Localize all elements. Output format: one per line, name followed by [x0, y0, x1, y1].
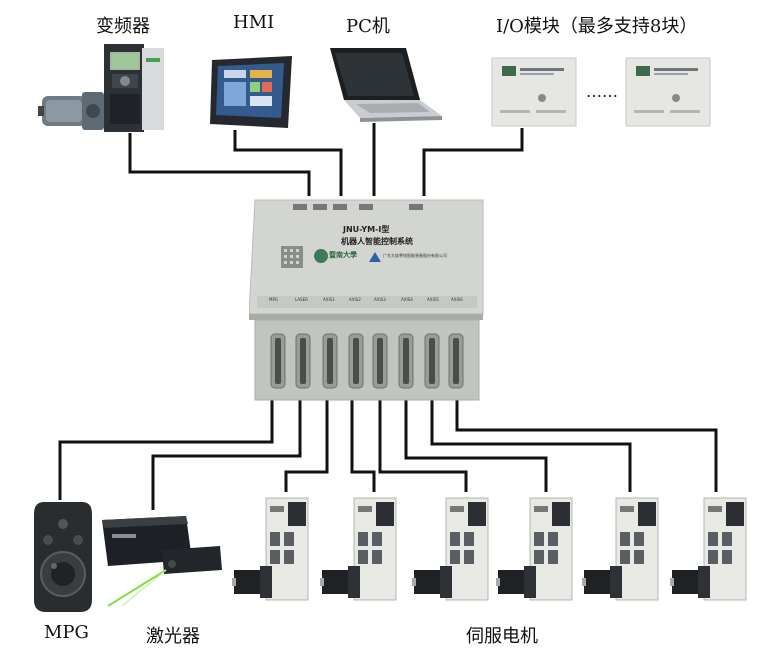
io-module-ellipsis: …… — [586, 82, 618, 101]
port-label-axis1: AXIS1 — [323, 297, 335, 302]
io-module-1 — [491, 57, 577, 127]
port-label-axis5: AXIS5 — [427, 297, 439, 302]
servo-motor-label: 伺服电机 — [466, 626, 538, 647]
laser-label: 激光器 — [146, 626, 200, 647]
controller-name: 机器人智能控制系统 — [341, 237, 413, 246]
wire-servo-3 — [378, 400, 468, 492]
servo-unit-3 — [412, 497, 489, 601]
servo-unit-5 — [582, 497, 659, 601]
vfd-label: 变频器 — [96, 16, 150, 37]
wire-vfd — [128, 133, 311, 196]
io-module-label: I/O模块（最多支持8块） — [496, 16, 698, 37]
wire-servo-1 — [284, 400, 329, 492]
controller-unit: JNU-YM-Ⅰ型 机器人智能控制系统 暨南大學 广东大族粤铭智能装备股份有限公… — [249, 198, 485, 402]
servo-unit-6 — [670, 497, 747, 601]
port-label-axis2: AXIS2 — [349, 297, 361, 302]
controller-company: 广东大族粤铭智能装备股份有限公司 — [383, 253, 447, 258]
port-label-axis6: AXIS6 — [451, 297, 463, 302]
wire-laser — [151, 400, 302, 510]
pc-label: PC机 — [346, 16, 390, 37]
pc-laptop-device — [330, 48, 442, 122]
mpg-label: MPG — [44, 622, 89, 643]
wire-servo-6 — [455, 400, 718, 492]
servo-unit-1 — [232, 497, 309, 601]
wire-io — [422, 128, 524, 196]
controller-university: 暨南大學 — [329, 251, 357, 259]
hmi-label: HMI — [233, 12, 275, 33]
wire-mpg — [58, 400, 274, 500]
hmi-device — [210, 56, 292, 128]
servo-unit-4 — [496, 497, 573, 601]
io-module-8 — [625, 57, 711, 127]
wire-hmi — [233, 130, 343, 196]
servo-unit-2 — [320, 497, 397, 601]
port-label-axis3: AXIS3 — [374, 297, 386, 302]
laser-device — [102, 516, 222, 607]
wire-servo-2 — [350, 400, 376, 492]
port-label-mpg: MPG — [269, 297, 278, 302]
vfd-device — [38, 44, 164, 132]
mpg-handwheel-device — [34, 502, 92, 612]
wire-servo-5 — [430, 400, 632, 492]
wire-servo-4 — [404, 400, 548, 492]
port-label-axis4: AXIS4 — [401, 297, 413, 302]
controller-port-labels: MPG LASER AXIS1 AXIS2 AXIS3 AXIS4 AXIS5 … — [259, 297, 475, 307]
port-label-laser: LASER — [295, 297, 308, 302]
controller-model: JNU-YM-Ⅰ型 — [343, 225, 390, 234]
